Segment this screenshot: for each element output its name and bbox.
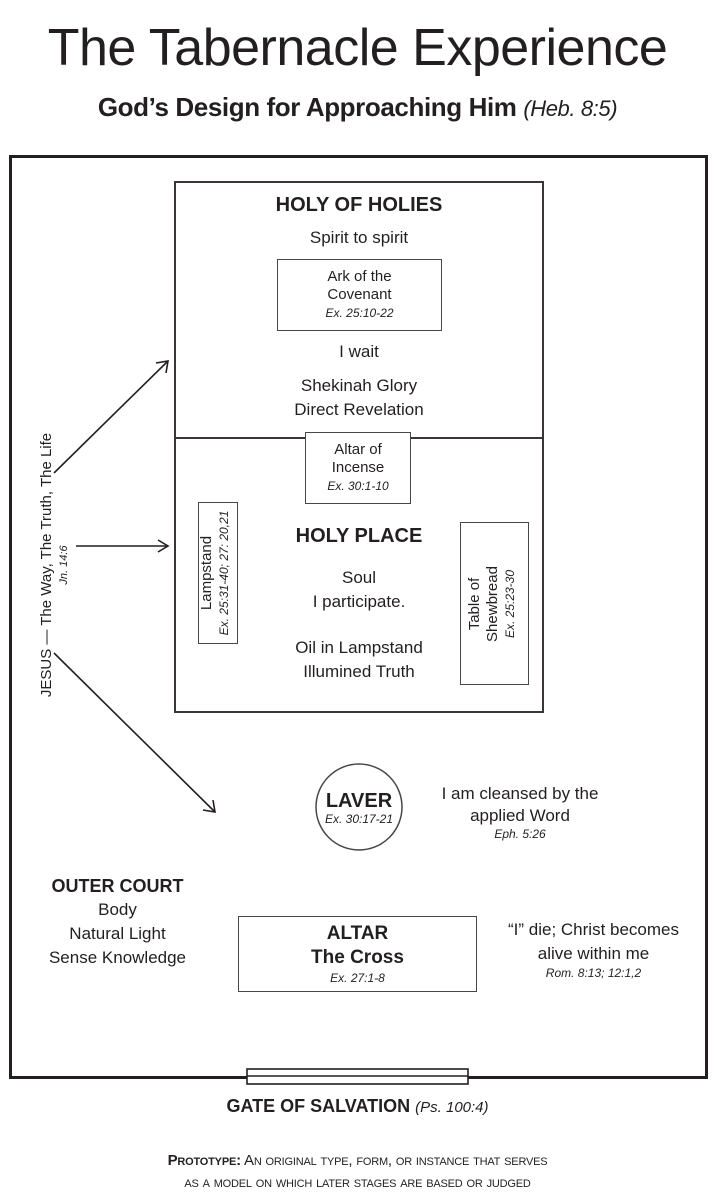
holy-place-line1: Soul xyxy=(341,568,377,587)
arrow-to-outer-court xyxy=(53,652,216,813)
holy-place-heading: HOLY PLACE xyxy=(295,525,423,547)
lampstand-box xyxy=(198,502,238,644)
holy-place-line2: I participate. xyxy=(312,592,406,611)
altar-reference: Ex. 27:1-8 xyxy=(330,971,385,985)
outer-court-label: OUTER COURT Body Natural Light Sense Kno… xyxy=(30,874,205,970)
ark-of-covenant-box: Ark of the Covenant Ex. 25:10-22 xyxy=(277,259,442,331)
gate-reference: (Ps. 100:4) xyxy=(415,1099,489,1116)
shewbread-box xyxy=(460,522,529,685)
altar-note-line2: alive within me xyxy=(537,944,650,963)
definition-term: Prototype: xyxy=(167,1152,242,1169)
subtitle-text: God’s Design for Approaching Him xyxy=(97,92,517,122)
laver-label: LAVER xyxy=(325,790,393,812)
laver-note: I am cleansed by the applied Word Eph. 5… xyxy=(420,783,620,841)
incense-reference: Ex. 30:1-10 xyxy=(327,479,389,493)
outer-court-heading: OUTER COURT xyxy=(51,876,184,896)
definition-text-line2: as a model on which later stages are bas… xyxy=(184,1174,531,1191)
holy-of-holies-line1: Spirit to spirit xyxy=(309,228,409,247)
laver-note-reference: Eph. 5:26 xyxy=(494,827,546,841)
arrow-to-holy-of-holies xyxy=(53,360,169,474)
page-subtitle: God’s Design for Approaching Him (Heb. 8… xyxy=(0,90,715,126)
outer-court-line2: Natural Light xyxy=(69,924,166,943)
holy-of-holies-heading: HOLY OF HOLIES xyxy=(275,194,443,216)
laver-note-line2: applied Word xyxy=(470,806,570,825)
holy-of-holies-line2: I wait xyxy=(339,342,379,361)
holy-place-line3: Oil in Lampstand xyxy=(295,638,423,657)
altar-note-line1: “I” die; Christ becomes xyxy=(508,920,679,939)
prototype-definition: Prototype: An original type, form, or in… xyxy=(0,1150,715,1194)
outer-court-line1: Body xyxy=(98,900,137,919)
incense-line2: Incense xyxy=(331,459,385,476)
outer-court-line3: Sense Knowledge xyxy=(48,948,187,967)
holy-place-line4: Illumined Truth xyxy=(303,662,415,681)
altar-note-reference: Rom. 8:13; 12:1,2 xyxy=(545,966,642,980)
subtitle-reference: (Heb. 8:5) xyxy=(523,96,618,121)
arrow-to-holy-place xyxy=(76,539,170,553)
definition-line1: Prototype: An original type, form, or in… xyxy=(0,1150,715,1172)
laver-label-group: LAVER Ex. 30:17-21 xyxy=(316,790,402,826)
page-title: The Tabernacle Experience xyxy=(47,19,668,77)
altar-note: “I” die; Christ becomes alive within me … xyxy=(486,918,701,980)
altar-of-incense-box: Altar of Incense Ex. 30:1-10 xyxy=(305,432,411,504)
incense-line1: Altar of xyxy=(334,441,382,458)
gate-of-salvation xyxy=(246,1068,469,1085)
laver-reference: Ex. 30:17-21 xyxy=(324,812,394,826)
laver-note-line1: I am cleansed by the xyxy=(441,784,599,803)
holy-of-holies-line3: Shekinah Glory xyxy=(300,376,418,395)
altar-subtitle: The Cross xyxy=(311,947,404,968)
ark-reference: Ex. 25:10-22 xyxy=(325,306,394,320)
altar-box: ALTAR The Cross Ex. 27:1-8 xyxy=(238,916,477,992)
ark-line2: Covenant xyxy=(327,286,392,303)
gate-label-group: GATE OF SALVATION (Ps. 100:4) xyxy=(0,1094,715,1120)
ark-line1: Ark of the xyxy=(327,268,392,285)
laver-circle xyxy=(315,763,403,851)
altar-label: ALTAR xyxy=(326,923,389,944)
holy-of-holies-line4: Direct Revelation xyxy=(294,400,424,419)
gate-label: GATE OF SALVATION xyxy=(226,1096,411,1116)
definition-text-line1: An original type, form, or instance that… xyxy=(244,1152,548,1169)
